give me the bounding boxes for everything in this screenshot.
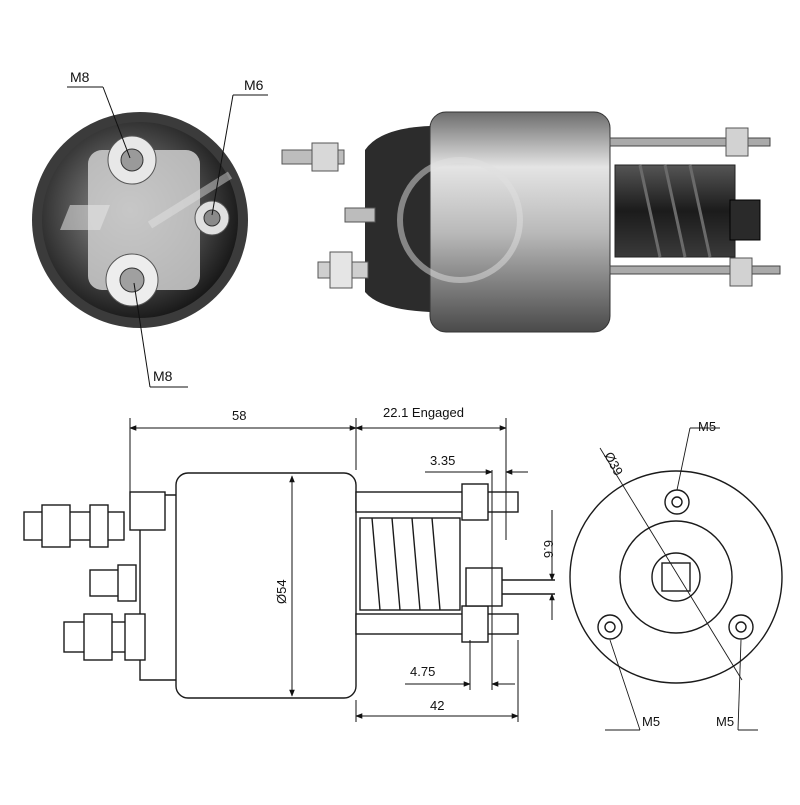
label-m5-top: M5 [698, 419, 716, 434]
dim-6-6: 6.6 [541, 540, 556, 558]
rear-plunger-circle [651, 552, 701, 602]
label-m8-bottom: M8 [153, 368, 173, 384]
label-m6: M6 [244, 77, 264, 93]
dim-dia-39: Ø39 [601, 449, 626, 478]
bolt-left [597, 614, 623, 640]
photo-terminal-small [344, 207, 376, 223]
photo-plunger [729, 199, 761, 241]
watermark-stroke [147, 171, 233, 229]
rear-inner-circle [619, 520, 733, 634]
drawing-spring [359, 517, 461, 611]
dim-58: 58 [232, 408, 246, 423]
terminal-bottom-stud [119, 267, 145, 293]
terminal-top-stud [120, 148, 144, 172]
leader-m5-top [676, 427, 691, 491]
bolt-right [728, 614, 754, 640]
drawing-main-body [175, 472, 357, 699]
leader-m5-left [609, 639, 641, 731]
photo-watermark [397, 157, 523, 283]
terminal-small-stud [203, 209, 221, 227]
end-view-photo: M8 M6 M8 [32, 69, 268, 388]
label-m5-right: M5 [716, 714, 734, 729]
leader-m8-bottom [133, 282, 151, 388]
side-elevation-drawing [23, 472, 555, 699]
photo-rod-bottom [609, 265, 781, 275]
side-dimensions [129, 418, 555, 722]
drawing-terminal-top [23, 511, 125, 541]
rear-view-drawing [569, 427, 783, 731]
side-dimension-labels: 58 22.1 Engaged 3.35 6.6 Ø54 4.75 42 [232, 405, 556, 713]
watermark-mark [60, 205, 110, 230]
label-m5-left: M5 [642, 714, 660, 729]
dim-dia-54: Ø54 [274, 579, 289, 604]
dim-22-1-engaged: 22.1 Engaged [383, 405, 464, 420]
leader-m5-right [737, 639, 742, 731]
dim-3-35: 3.35 [430, 453, 455, 468]
pcd-line [599, 447, 743, 681]
side-view-photo [281, 111, 781, 333]
drawing-plunger [465, 567, 503, 607]
drawing-rod-bottom [355, 613, 519, 635]
rear-outer-circle [569, 470, 783, 684]
label-m8-top: M8 [70, 69, 90, 85]
rear-dimension-labels: Ø39 M5 M5 M5 [601, 419, 734, 729]
dim-4-75: 4.75 [410, 664, 435, 679]
terminal-insulator [88, 150, 200, 290]
dim-42: 42 [430, 698, 444, 713]
drawing-rod-top [355, 491, 519, 513]
leader-m6 [211, 94, 234, 216]
photo-rod-top [609, 137, 771, 147]
leader-m8-top [102, 86, 131, 159]
